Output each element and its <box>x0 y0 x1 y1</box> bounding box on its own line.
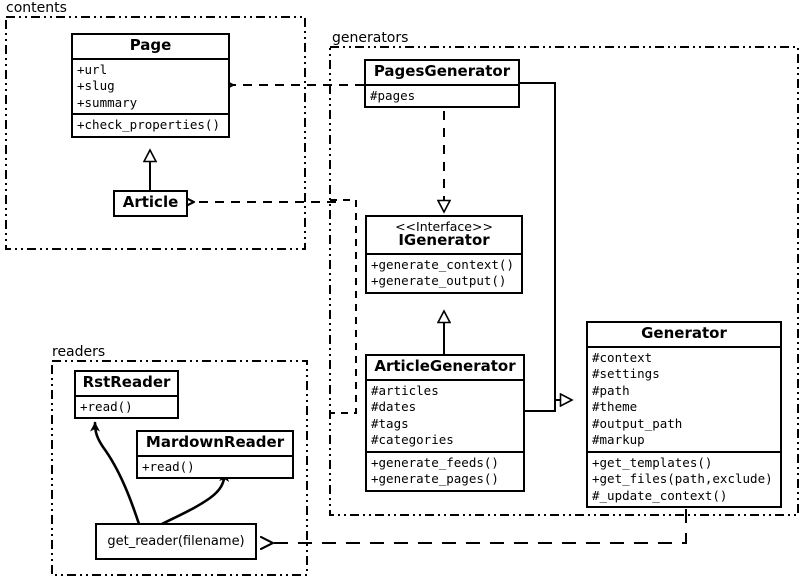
inheritance-pagesgenerator-to-generator <box>520 82 572 400</box>
attribute-row: #dates <box>371 399 417 415</box>
class-name-article: Article <box>122 193 179 211</box>
creates-getreader-to-mardownreader <box>158 471 230 527</box>
class-name-articlegenerator: ArticleGenerator <box>374 357 516 375</box>
operation-row: +generate_output() <box>371 273 507 289</box>
function-box-get-reader[interactable]: get_reader(filename) <box>95 523 257 560</box>
class-operations-page: +check_properties() <box>73 113 228 136</box>
class-box-igenerator[interactable]: <<Interface>> IGenerator +generate_conte… <box>365 215 523 294</box>
operation-row: +get_templates() <box>592 454 713 470</box>
package-label-generators: generators <box>330 30 411 46</box>
operation-row: +read() <box>80 398 133 414</box>
class-box-article[interactable]: Article <box>113 190 188 217</box>
operation-row: +get_files(path,exclude) <box>592 471 773 487</box>
package-label-readers: readers <box>50 344 108 360</box>
operation-row: +generate_context() <box>371 256 514 272</box>
attribute-row: #categories <box>371 432 454 448</box>
attribute-row: +slug <box>77 78 115 94</box>
class-box-page[interactable]: Page +url +slug +summary +check_properti… <box>71 33 230 138</box>
class-box-mardownreader[interactable]: MardownReader +read() <box>136 430 294 480</box>
generators-inner-dashed-guide <box>330 199 357 414</box>
attribute-row: +url <box>77 61 108 77</box>
attribute-row: +summary <box>77 94 138 110</box>
class-operations-igenerator: +generate_context() +generate_output() <box>367 252 521 292</box>
class-attributes-pagesgenerator: #pages <box>366 83 518 107</box>
attribute-row: #theme <box>592 399 638 415</box>
operation-row: +generate_feeds() <box>371 454 499 470</box>
operation-row: +generate_pages() <box>371 471 499 487</box>
attribute-row: #output_path <box>592 415 683 431</box>
class-name-mardownreader: MardownReader <box>145 433 285 451</box>
class-name-generator: Generator <box>641 324 727 342</box>
class-operations-mardownreader: +read() <box>138 454 292 478</box>
class-attributes-page: +url +slug +summary <box>73 57 228 114</box>
class-box-generator[interactable]: Generator #context #settings #path #them… <box>586 321 782 509</box>
class-name-page: Page <box>129 36 172 54</box>
creates-getreader-to-rstreader <box>90 421 141 526</box>
attribute-row: #settings <box>592 366 660 382</box>
package-label-contents: contents <box>4 0 69 16</box>
attribute-row: #tags <box>371 415 409 431</box>
attribute-row: #markup <box>592 432 645 448</box>
inheritance-articlegenerator-to-generator <box>525 400 556 412</box>
class-operations-rstreader: +read() <box>76 394 177 418</box>
attribute-row: #pages <box>370 87 416 103</box>
class-operations-articlegenerator: +generate_feeds() +generate_pages() <box>367 450 523 490</box>
operation-row: #_update_context() <box>592 487 728 503</box>
class-box-rstreader[interactable]: RstReader +read() <box>74 370 179 420</box>
class-box-articlegenerator[interactable]: ArticleGenerator #articles #dates #tags … <box>365 354 525 492</box>
operation-row: +read() <box>142 458 195 474</box>
class-name-rstreader: RstReader <box>82 373 171 391</box>
class-attributes-generator: #context #settings #path #theme #output_… <box>588 345 780 451</box>
dependency-generator-to-getreader <box>273 509 687 543</box>
class-operations-generator: +get_templates() +get_files(path,exclude… <box>588 450 780 507</box>
class-name-igenerator: IGenerator <box>398 231 490 250</box>
attribute-row: #articles <box>371 382 439 398</box>
function-label-get-reader: get_reader(filename) <box>107 534 245 549</box>
attribute-row: #context <box>592 349 653 365</box>
class-box-pagesgenerator[interactable]: PagesGenerator #pages <box>364 59 520 109</box>
class-attributes-articlegenerator: #articles #dates #tags #categories <box>367 378 523 451</box>
class-name-pagesgenerator: PagesGenerator <box>373 62 511 80</box>
attribute-row: #path <box>592 382 630 398</box>
operation-row: +check_properties() <box>77 117 220 133</box>
